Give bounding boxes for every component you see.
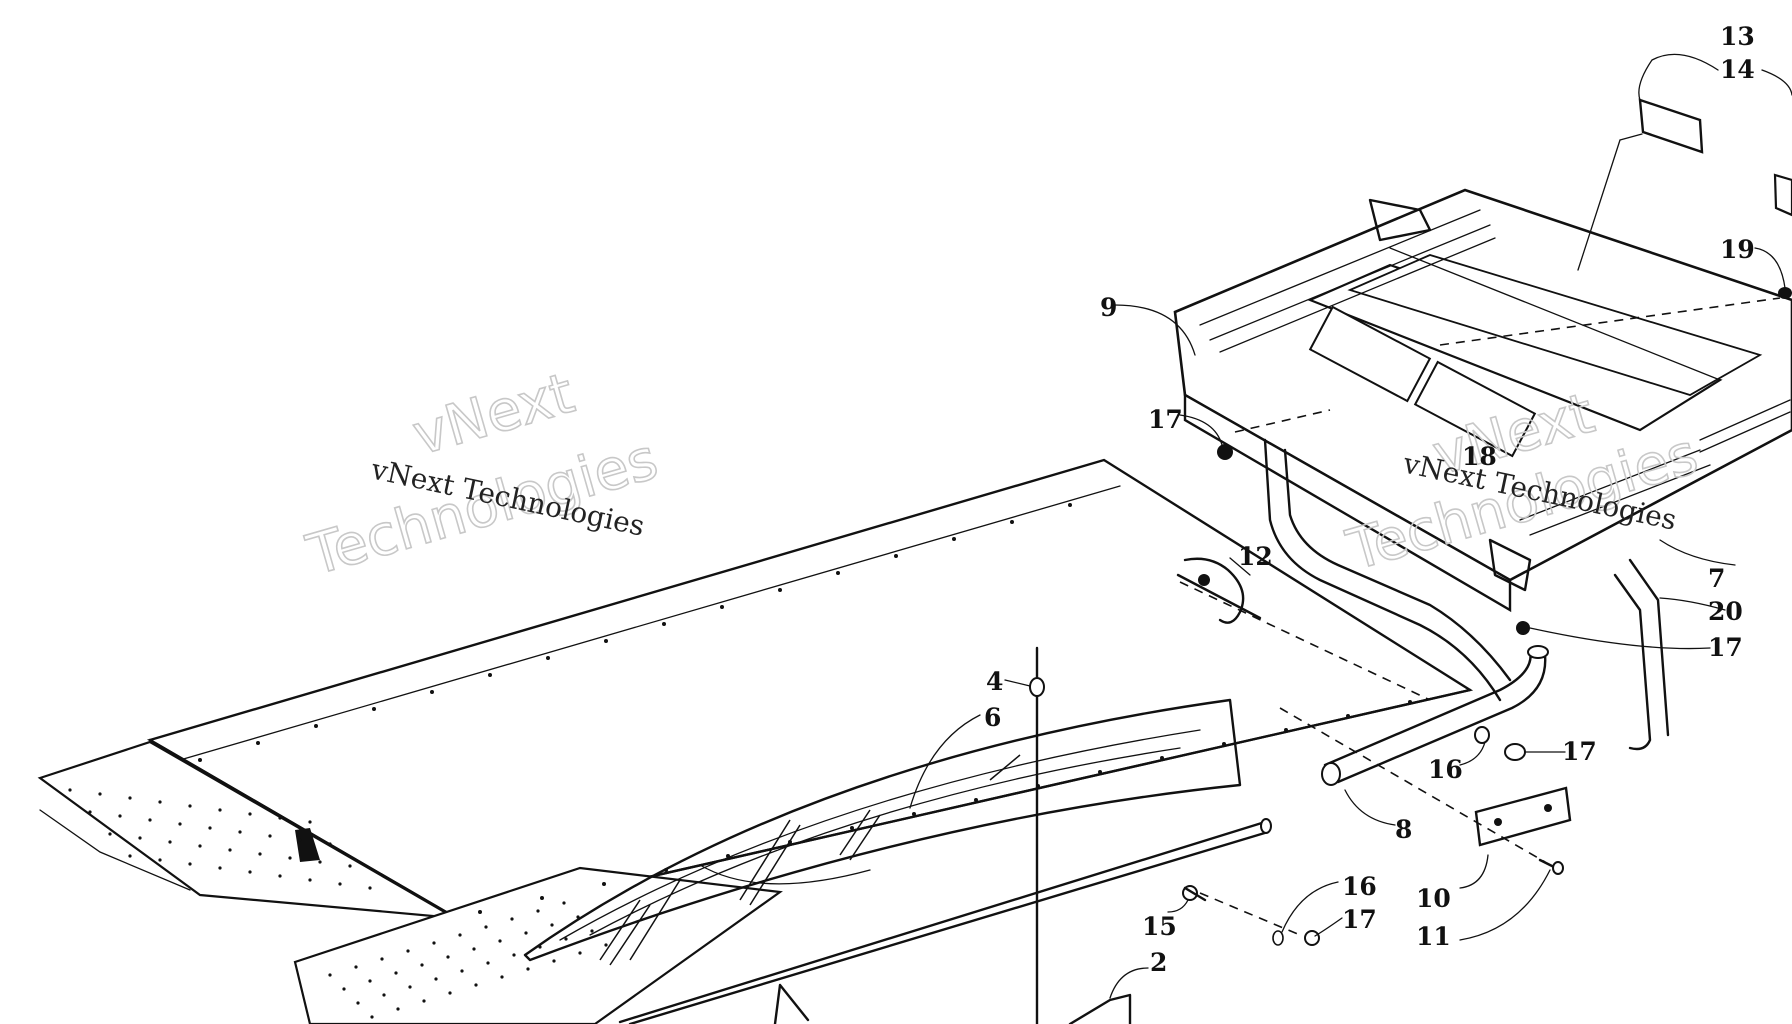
rear-bumper [1263,438,1670,751]
handle-tube [1321,645,1549,786]
callout-8: 8 [1395,815,1412,844]
callout-14: 14 [1720,55,1755,84]
decal-13 [1638,98,1704,154]
callout-13: 13 [1720,22,1755,51]
perforation-dots [68,788,608,1019]
long-rod [618,818,1272,1024]
callout-numbers: 2 4 6 7 8 9 10 11 12 13 14 15 16 16 17 1… [984,22,1755,977]
callout-10: 10 [1416,884,1451,913]
callout-9: 9 [1100,293,1117,322]
callout-7: 7 [1708,564,1725,593]
centerlines [1036,133,1781,1024]
callout-15: 15 [1142,912,1177,941]
bracket-2 [773,983,1132,1024]
callout-20: 20 [1708,597,1743,626]
callout-leaders [909,53,1792,999]
hardware-fasteners [1182,287,1792,946]
callout-16a: 16 [1428,755,1463,784]
callout-16b: 16 [1342,872,1377,901]
bolt-12 [1176,557,1262,624]
callout-11: 11 [1416,922,1451,951]
cover-panel [523,698,1242,966]
watermark-left: vNext Technologies vNext Technologies [299,360,665,589]
callout-6: 6 [984,703,1001,732]
bolt-11 [1538,858,1564,875]
callout-19: 19 [1720,235,1755,264]
callout-17b: 17 [1708,633,1743,662]
callout-17d: 17 [1342,905,1377,934]
callout-2: 2 [1150,948,1167,977]
callout-17a: 17 [1148,405,1183,434]
callout-17c: 17 [1562,737,1597,766]
callout-18: 18 [1462,442,1497,471]
callout-4: 4 [986,667,1003,696]
callout-12: 12 [1238,542,1273,571]
hitch-plate [1474,786,1572,847]
decal-14 [1773,173,1792,217]
